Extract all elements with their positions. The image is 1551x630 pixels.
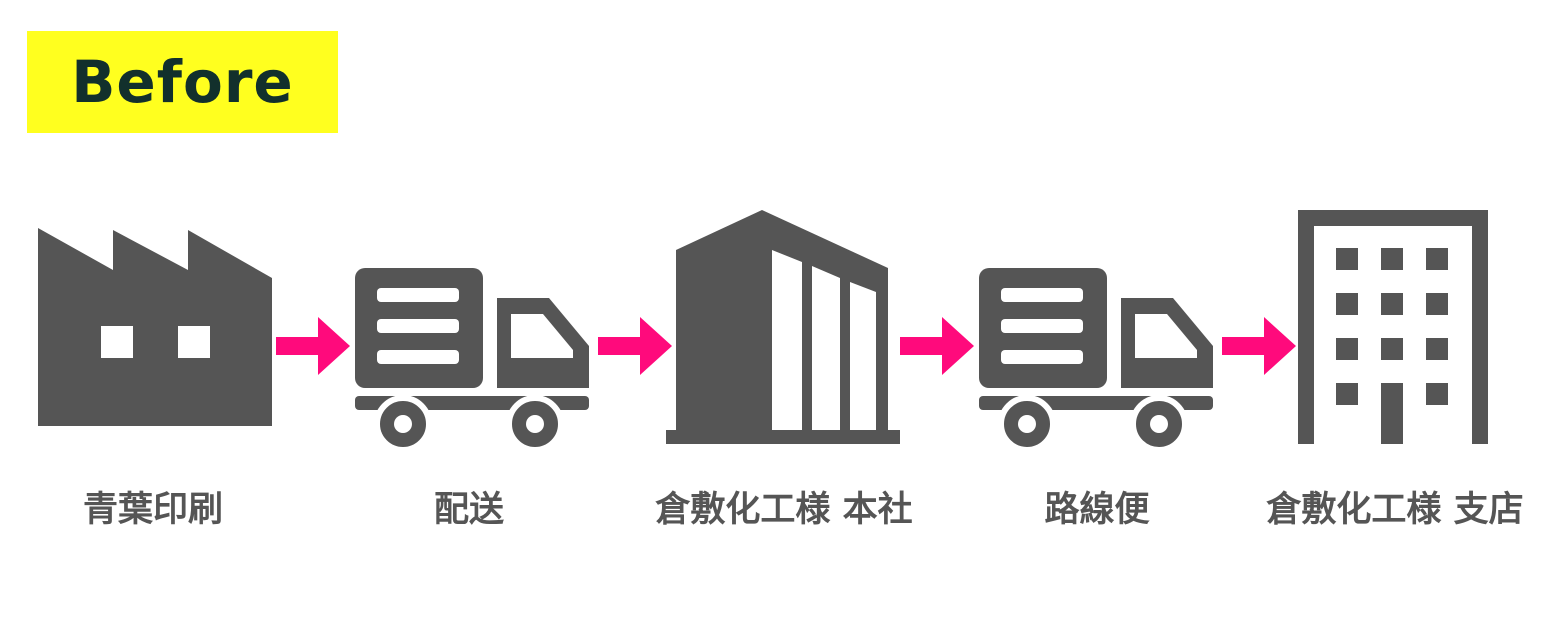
arrow-right-icon [900, 317, 974, 375]
arrow-right-icon [1222, 317, 1296, 375]
caption-route-shipping: 路線便 [1044, 490, 1150, 530]
caption-branch-office: 倉敷化工様 支店 [1266, 490, 1524, 530]
caption-delivery: 配送 [433, 490, 505, 530]
warehouse-icon [666, 210, 900, 444]
arrow-right-icon [598, 317, 672, 375]
caption-head-office: 倉敷化工様 本社 [655, 490, 913, 530]
badge-label: Before [71, 48, 294, 116]
caption-aoba-printing: 青葉印刷 [82, 490, 224, 530]
arrow-right-icon [276, 317, 350, 375]
truck-icon [355, 268, 589, 450]
before-badge: Before [27, 31, 338, 133]
truck-icon [979, 268, 1213, 450]
factory-icon [38, 228, 272, 426]
office-building-icon [1298, 210, 1488, 444]
